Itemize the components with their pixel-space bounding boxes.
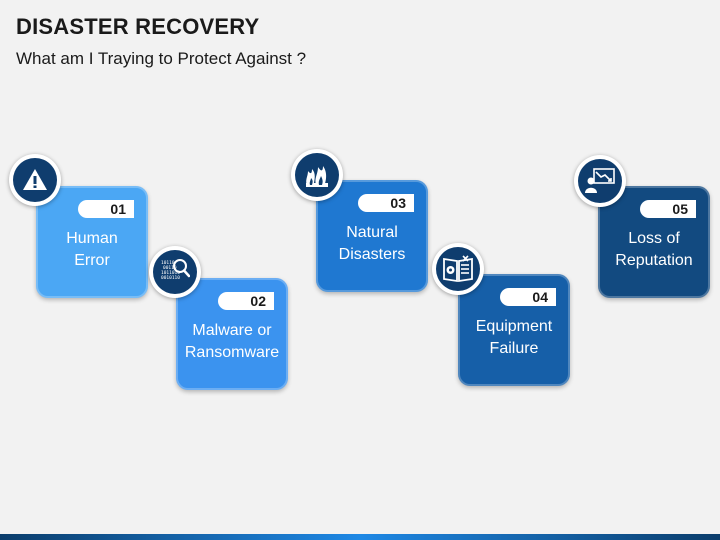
card-natural-disasters: 03 Natural Disasters [316, 180, 428, 292]
card-label-line1: Loss of [628, 230, 680, 247]
svg-text:1011010: 1011010 [161, 270, 180, 276]
card-label-line1: Human [66, 230, 118, 247]
card-number: 03 [358, 194, 414, 212]
card-number: 02 [218, 292, 274, 310]
card-malware-ransomware: 02 Malware or Ransomware [176, 278, 288, 390]
card-label-line1: Equipment [475, 318, 553, 335]
card-human-error: 01 Human Error [36, 186, 148, 298]
page-title: DISASTER RECOVERY [16, 14, 260, 39]
svg-text:0010110: 0010110 [161, 275, 180, 281]
card-label-line2: Reputation [615, 252, 693, 269]
card-border [176, 278, 288, 390]
card-border [316, 180, 428, 292]
fire-icon [295, 153, 339, 197]
icon-badge [574, 155, 626, 207]
card-label: Malware or Ransomware [176, 320, 288, 364]
card-label: Loss of Reputation [598, 228, 710, 272]
card-border [458, 274, 570, 386]
card-label: Equipment Failure [458, 316, 570, 360]
card-number: 04 [500, 288, 556, 306]
card-number: 01 [78, 200, 134, 218]
footer-accent-bar [0, 534, 720, 540]
svg-text:10110: 10110 [161, 260, 175, 266]
icon-badge [291, 149, 343, 201]
card-loss-of-reputation: 05 Loss of Reputation [598, 186, 710, 298]
icon-badge: 10110 00110 1011010 0010110 [149, 246, 201, 298]
card-border [36, 186, 148, 298]
card-label-line1: Natural [346, 224, 398, 241]
icon-badge [432, 243, 484, 295]
card-label-line1: Malware or [192, 322, 272, 339]
card-border [598, 186, 710, 298]
warning-icon [13, 158, 57, 202]
binary-search-icon: 10110 00110 1011010 0010110 [153, 250, 197, 294]
card-label-line2: Disasters [338, 246, 406, 263]
card-label: Natural Disasters [316, 222, 428, 266]
svg-text:00110: 00110 [163, 265, 177, 271]
card-label-line2: Ransomware [184, 344, 280, 361]
card-label-line2: Failure [489, 340, 539, 357]
page-subtitle: What am I Traying to Protect Against ? [16, 49, 307, 68]
card-label-line2: Error [74, 252, 110, 269]
equipment-manual-icon [436, 247, 480, 291]
card-label: Human Error [36, 228, 148, 272]
declining-chart-user-icon [578, 159, 622, 203]
card-number: 05 [640, 200, 696, 218]
icon-badge [9, 154, 61, 206]
card-equipment-failure: 04 Equipment Failure [458, 274, 570, 386]
